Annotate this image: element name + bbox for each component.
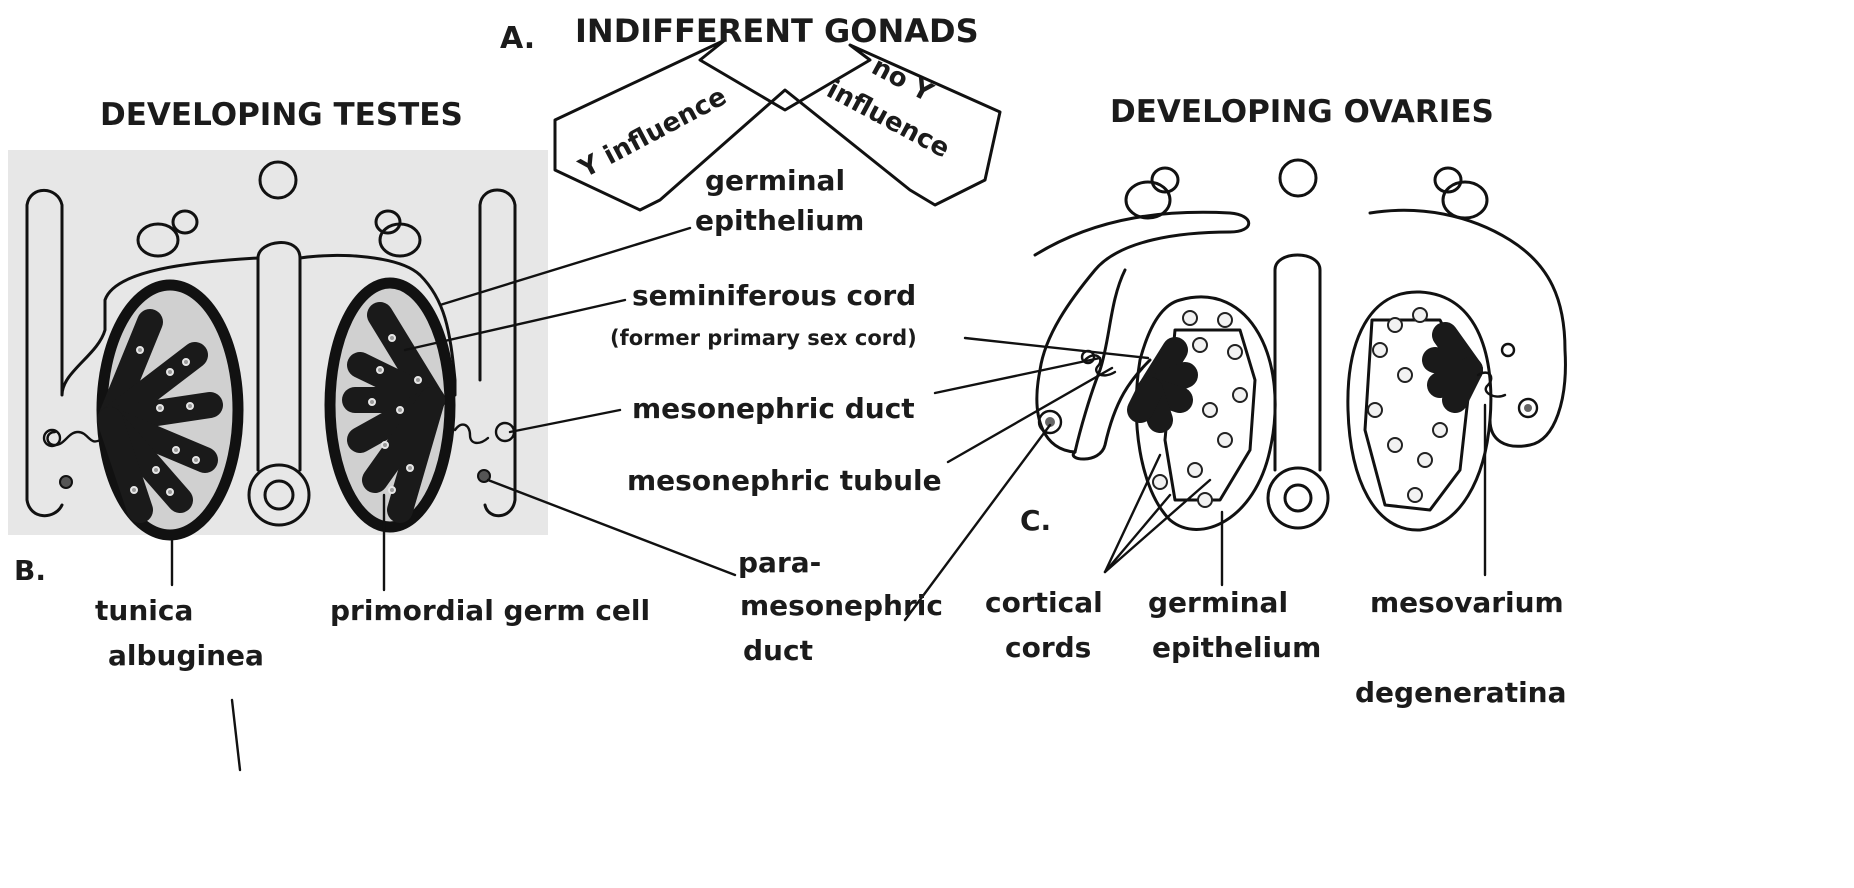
germinal-epithelium-label-1: germinal <box>705 164 845 197</box>
primordial-germ-cell-label: primordial germ cell <box>330 594 650 627</box>
ovary-right-para-duct-inner <box>1524 404 1532 412</box>
paramesonephric-label-3: duct <box>743 634 813 667</box>
panel-c-letter: C. <box>1020 504 1051 537</box>
mesonephric-duct-label: mesonephric duct <box>632 392 915 425</box>
ovary-germinal-epithelium-label-1: germinal <box>1148 586 1288 619</box>
paramesonephric-label-1: para- <box>738 546 821 579</box>
testes-panel-background <box>8 150 548 535</box>
mesovarium-label: mesovarium <box>1370 586 1564 619</box>
cortical-cords-label-2: cords <box>1005 631 1091 664</box>
paramesonephric-label-2: mesonephric <box>740 589 943 622</box>
tunica-label-2: albuginea <box>108 639 264 672</box>
mesonephric-tubule-label: mesonephric tubule <box>627 464 942 497</box>
testis-left-paramesonephric <box>60 476 72 488</box>
ovary-right-rete <box>1435 335 1470 400</box>
ovaries-heading: DEVELOPING OVARIES <box>1110 94 1494 130</box>
germinal-epithelium-label-2: epithelium <box>695 204 864 237</box>
tunica-label-1: tunica <box>95 594 193 627</box>
degenerating-label: degeneratina <box>1355 676 1567 709</box>
seminiferous-cord-label: seminiferous cord <box>632 279 916 312</box>
ovary-germinal-epithelium-label-2: epithelium <box>1152 631 1321 664</box>
former-primary-cord-label: (former primary sex cord) <box>610 326 917 350</box>
panel-b-letter: B. <box>14 554 46 587</box>
figure-title: INDIFFERENT GONADS <box>575 12 979 50</box>
testes-heading: DEVELOPING TESTES <box>100 97 463 133</box>
title-letter: A. <box>500 21 535 56</box>
cortical-cords-label-1: cortical <box>985 586 1103 619</box>
